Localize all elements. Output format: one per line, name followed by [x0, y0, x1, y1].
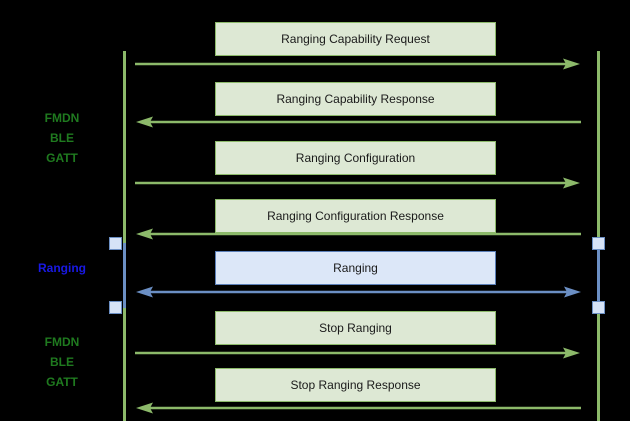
group-label-line: FMDN [44, 335, 80, 349]
activation-node-right-bottom [592, 301, 605, 314]
ranging-activation-line-left [123, 243, 126, 308]
group-label-line: BLE [50, 131, 74, 145]
group-label-line: Ranging [38, 261, 86, 275]
message-label: Ranging Capability Response [276, 92, 435, 106]
activation-node-left-top [109, 237, 122, 250]
activation-node-left-bottom [109, 301, 122, 314]
group-label-line: FMDN [44, 111, 80, 125]
message-arrow-stop-ranging-response [136, 402, 581, 414]
message-label: Stop Ranging Response [290, 378, 421, 392]
message-box-ranging-configuration: Ranging Configuration [215, 141, 496, 175]
group-label-fmdn-ble-gatt-bottom: FMDN BLE GATT [14, 332, 110, 392]
message-arrow-ranging-configuration [135, 177, 580, 189]
message-label: Ranging [333, 261, 378, 275]
group-label-ranging: Ranging [14, 258, 110, 278]
message-label: Ranging Configuration Response [267, 209, 444, 223]
message-box-ranging: Ranging [215, 251, 496, 285]
group-label-line: BLE [50, 355, 74, 369]
message-label: Stop Ranging [319, 321, 392, 335]
group-label-line: GATT [46, 151, 78, 165]
lifeline-right [597, 51, 600, 421]
message-box-stop-ranging-response: Stop Ranging Response [215, 368, 496, 402]
group-label-line: GATT [46, 375, 78, 389]
message-arrow-ranging-configuration-response [136, 228, 581, 240]
message-box-ranging-capability-request: Ranging Capability Request [215, 22, 496, 56]
message-arrow-ranging-bidirectional [136, 286, 581, 298]
lifeline-left [123, 51, 126, 421]
message-label: Ranging Capability Request [281, 32, 430, 46]
message-box-stop-ranging: Stop Ranging [215, 311, 496, 345]
group-label-fmdn-ble-gatt-top: FMDN BLE GATT [14, 108, 110, 168]
ranging-activation-line-right [597, 243, 600, 308]
message-label: Ranging Configuration [295, 151, 416, 165]
message-arrow-ranging-capability-request [135, 58, 580, 70]
message-box-ranging-configuration-response: Ranging Configuration Response [215, 199, 496, 233]
message-arrow-ranging-capability-response [136, 116, 581, 128]
message-arrow-stop-ranging [135, 347, 580, 359]
activation-node-right-top [592, 237, 605, 250]
message-box-ranging-capability-response: Ranging Capability Response [215, 82, 496, 116]
